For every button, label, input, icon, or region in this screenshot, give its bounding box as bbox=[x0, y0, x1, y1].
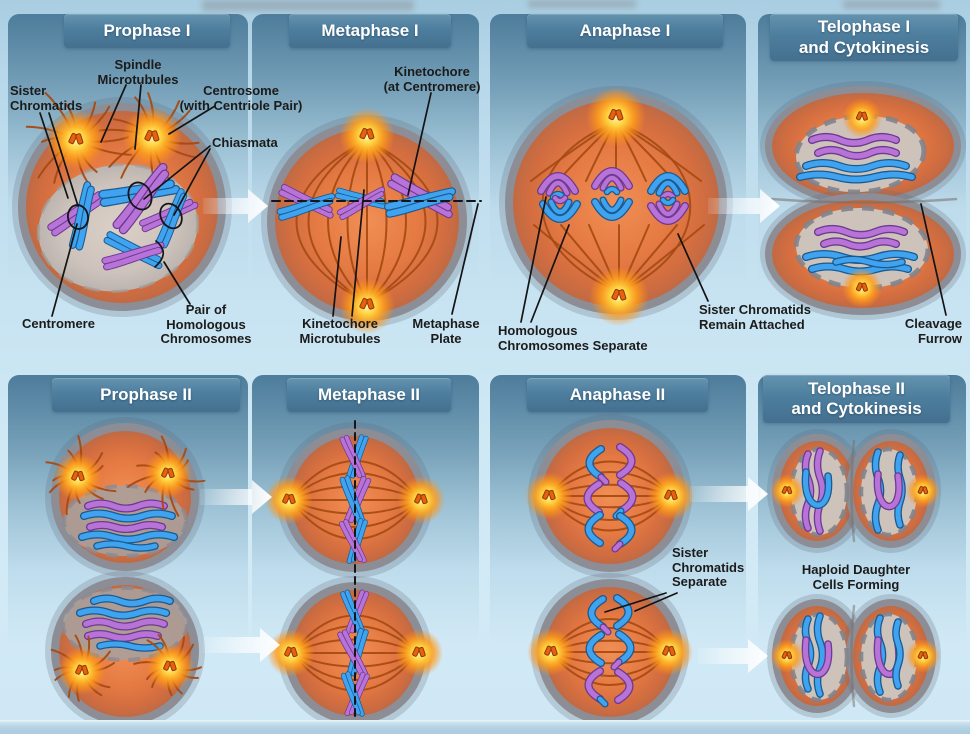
telophase1-cells bbox=[760, 81, 966, 320]
label-spindle-microtubules: Spindle Microtubules bbox=[97, 57, 179, 87]
arrow-right-icon bbox=[203, 189, 268, 223]
arrow-right-icon bbox=[698, 639, 768, 673]
label-sister-chromatids-separate: Sister Chromatids Separate bbox=[672, 545, 745, 590]
title-anaphase-2-text: Anaphase II bbox=[569, 384, 666, 404]
label-pair-of-homologous: Pair of Homologous Chromosomes bbox=[160, 302, 252, 347]
label-metaphase-plate: Metaphase Plate bbox=[412, 316, 480, 346]
title-anaphase-1: Anaphase I bbox=[527, 14, 723, 48]
arrow-right-icon bbox=[200, 480, 272, 514]
title-prophase-1: Prophase I bbox=[64, 14, 230, 48]
watermark-blur bbox=[843, 0, 940, 9]
watermark-blur bbox=[528, 0, 636, 8]
title-telophase-1-text: Telophase I and Cytokinesis bbox=[798, 17, 930, 57]
title-metaphase-2-text: Metaphase II bbox=[317, 384, 421, 404]
label-centromere: Centromere bbox=[22, 316, 95, 331]
label-sister-remain-attached: Sister Chromatids Remain Attached bbox=[699, 302, 811, 332]
bottom-strip bbox=[0, 720, 970, 734]
telophase2-cells-top bbox=[767, 429, 941, 553]
arrow-right-icon bbox=[708, 189, 780, 223]
arrow-right-icon bbox=[690, 477, 768, 511]
telophase2-cells-bottom bbox=[767, 594, 941, 718]
title-metaphase-1: Metaphase I bbox=[289, 14, 451, 48]
prophase2-cell-top bbox=[45, 417, 206, 577]
anaphase2-cell-top bbox=[525, 414, 695, 578]
label-chiasmata: Chiasmata bbox=[212, 135, 278, 150]
label-kinetochore-microtubules: Kinetochore Microtubules bbox=[299, 316, 381, 346]
prophase1-cell bbox=[12, 92, 232, 317]
title-metaphase-1-text: Metaphase I bbox=[321, 20, 419, 40]
arrow-right-icon bbox=[203, 628, 280, 662]
leader-lines bbox=[39, 84, 947, 613]
label-kinetochore: Kinetochore (at Centromere) bbox=[383, 64, 481, 94]
anaphase1-cell bbox=[499, 86, 733, 326]
label-homologous-separate: Homologous Chromosomes Separate bbox=[498, 323, 648, 353]
label-haploid-daughter-cells: Haploid Daughter Cells Forming bbox=[801, 562, 911, 592]
label-cleavage-furrow: Cleavage Furrow bbox=[904, 316, 962, 346]
watermark-blur bbox=[202, 0, 414, 11]
title-telophase-2-text: Telophase II and Cytokinesis bbox=[791, 378, 922, 418]
label-sister-chromatids: Sister Chromatids bbox=[10, 83, 83, 113]
prophase2-cell-bottom bbox=[45, 571, 205, 731]
title-anaphase-2: Anaphase II bbox=[527, 378, 708, 412]
label-centrosome: Centrosome (with Centriole Pair) bbox=[179, 83, 303, 113]
title-prophase-2-text: Prophase II bbox=[100, 384, 192, 404]
title-prophase-2: Prophase II bbox=[52, 378, 240, 412]
metaphase2-cell-bottom bbox=[267, 420, 443, 730]
title-anaphase-1-text: Anaphase I bbox=[579, 20, 671, 40]
metaphase1-cell bbox=[261, 108, 482, 334]
title-telophase-2: Telophase II and Cytokinesis bbox=[763, 375, 950, 423]
title-metaphase-2: Metaphase II bbox=[287, 378, 451, 412]
anaphase2-cell-bottom bbox=[527, 573, 693, 731]
title-prophase-1-text: Prophase I bbox=[103, 20, 191, 40]
title-telophase-1: Telophase I and Cytokinesis bbox=[770, 14, 958, 61]
